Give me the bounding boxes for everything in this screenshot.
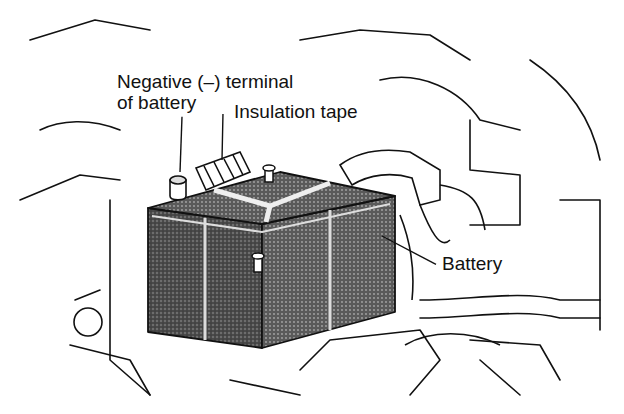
tray-line [110, 200, 150, 395]
leader-label: Insulation tape [232, 102, 360, 123]
leader-line [222, 112, 229, 160]
leader-line [180, 117, 182, 172]
engine-bay-lines [20, 20, 600, 395]
cable [405, 334, 500, 345]
hose [420, 314, 600, 318]
tape-turns [204, 155, 243, 186]
cable [420, 205, 450, 243]
body-line [380, 77, 520, 130]
body-line [30, 20, 150, 40]
positive-cable [340, 150, 500, 345]
bolt [252, 253, 264, 259]
cable [440, 185, 485, 230]
body-line [530, 60, 600, 160]
top-rib [266, 206, 270, 222]
body-line [300, 30, 470, 60]
leader-label: Battery [440, 254, 504, 275]
hose [420, 296, 600, 300]
relay-box [470, 120, 520, 225]
cable-boot [340, 150, 440, 205]
body-line [560, 200, 600, 330]
top-rib [214, 183, 330, 206]
battery-body [148, 172, 395, 348]
bolt [263, 165, 275, 171]
body-line [470, 340, 560, 395]
body-line [300, 330, 440, 395]
cable [400, 215, 413, 300]
hold-down-bolts [252, 165, 275, 272]
leader-line [382, 236, 436, 264]
body-line [230, 380, 300, 395]
battery-rim [152, 204, 390, 232]
body-line [20, 175, 120, 200]
body-line [40, 122, 120, 130]
side-rib [329, 210, 332, 330]
insulation-tape [196, 152, 250, 190]
negative-terminal [170, 176, 186, 200]
body-line [70, 290, 150, 395]
terminal-post [170, 176, 186, 184]
hose-end [74, 308, 102, 336]
front-rib [204, 218, 207, 340]
tape-wrap [196, 152, 250, 190]
